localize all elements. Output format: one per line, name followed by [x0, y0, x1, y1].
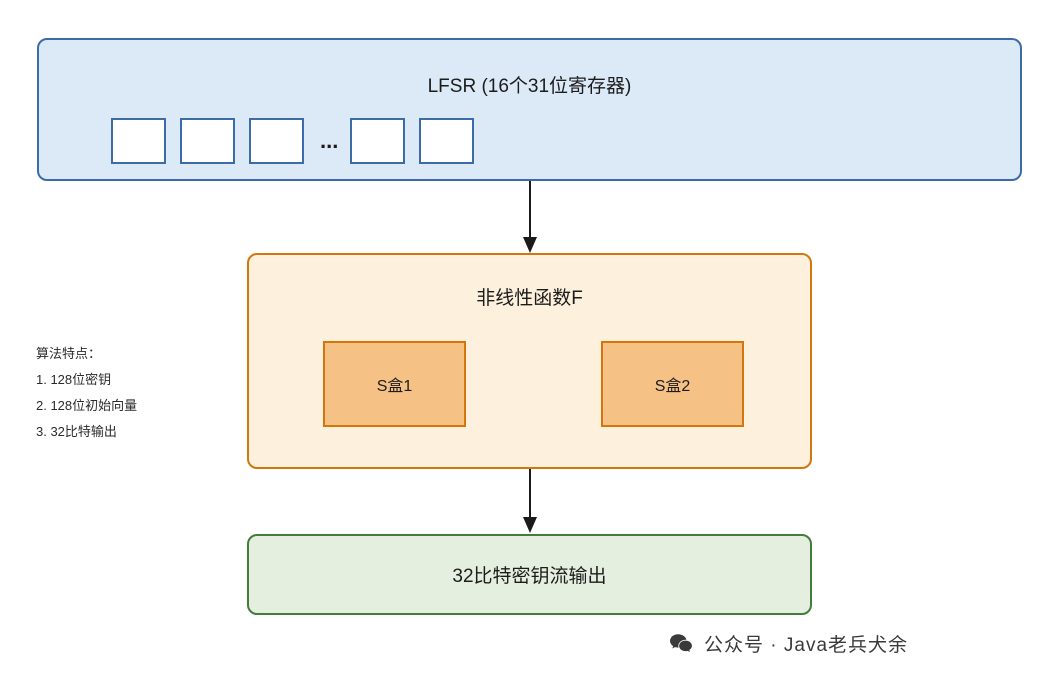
algorithm-notes: 算法特点： 1. 128位密钥 2. 128位初始向量 3. 32比特输出: [36, 341, 226, 445]
lfsr-register-row: ...: [111, 118, 488, 164]
lfsr-title: LFSR (16个31位寄存器): [427, 76, 632, 97]
lfsr-register-cell: [350, 118, 406, 164]
notes-item-2: 2. 128位初始向量: [36, 398, 138, 413]
arrow-lfsr-to-f: [523, 181, 537, 253]
lfsr-ellipsis: ...: [320, 128, 339, 153]
sbox-1: S盒1: [323, 341, 466, 427]
lfsr-register-cell: [111, 118, 166, 164]
footer-text: 公众号 · Java老兵犬余: [704, 635, 909, 656]
wechat-icon: [670, 633, 692, 652]
lfsr-register-cell: [180, 118, 235, 164]
keystream-output-block: 32比特密钥流输出: [247, 534, 812, 615]
nonlinear-function-title: 非线性函数F: [476, 288, 583, 309]
lfsr-block: LFSR (16个31位寄存器) ...: [37, 38, 1022, 181]
notes-item-1: 1. 128位密钥: [36, 372, 112, 387]
notes-item-3: 3. 32比特输出: [36, 424, 117, 439]
sbox-2: S盒2: [601, 341, 744, 427]
arrow-f-to-output: [523, 469, 537, 533]
lfsr-register-cell: [249, 118, 304, 164]
notes-heading: 算法特点：: [36, 346, 102, 361]
footer-watermark: 公众号 · Java老兵犬余: [668, 630, 908, 657]
lfsr-register-cell: [419, 118, 475, 164]
nonlinear-function-block: 非线性函数F S盒1 S盒2: [247, 253, 812, 469]
